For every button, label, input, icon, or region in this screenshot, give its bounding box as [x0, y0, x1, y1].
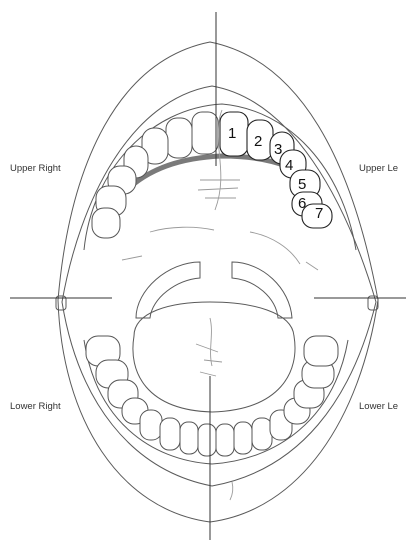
label-lower-left: Lower Le	[359, 401, 398, 412]
tooth-number-2: 2	[254, 133, 262, 150]
label-lower-right: Lower Right	[10, 401, 61, 412]
tooth-number-1: 1	[228, 125, 236, 142]
tooth-number-6: 6	[298, 195, 306, 212]
palatal-arch-right	[232, 262, 292, 318]
tongue-midline	[196, 318, 222, 376]
soft-palate-lines	[122, 227, 318, 270]
chin-detail	[230, 482, 233, 500]
label-upper-right: Upper Right	[10, 163, 61, 174]
tooth-number-7: 7	[315, 205, 323, 222]
tooth-number-4: 4	[285, 157, 293, 174]
tooth-number-3: 3	[274, 141, 282, 158]
tongue	[133, 302, 295, 412]
label-upper-left: Upper Le	[359, 163, 398, 174]
palatal-arch-left	[136, 262, 200, 318]
tooth-number-5: 5	[298, 176, 306, 193]
upper-right-teeth	[92, 112, 218, 238]
